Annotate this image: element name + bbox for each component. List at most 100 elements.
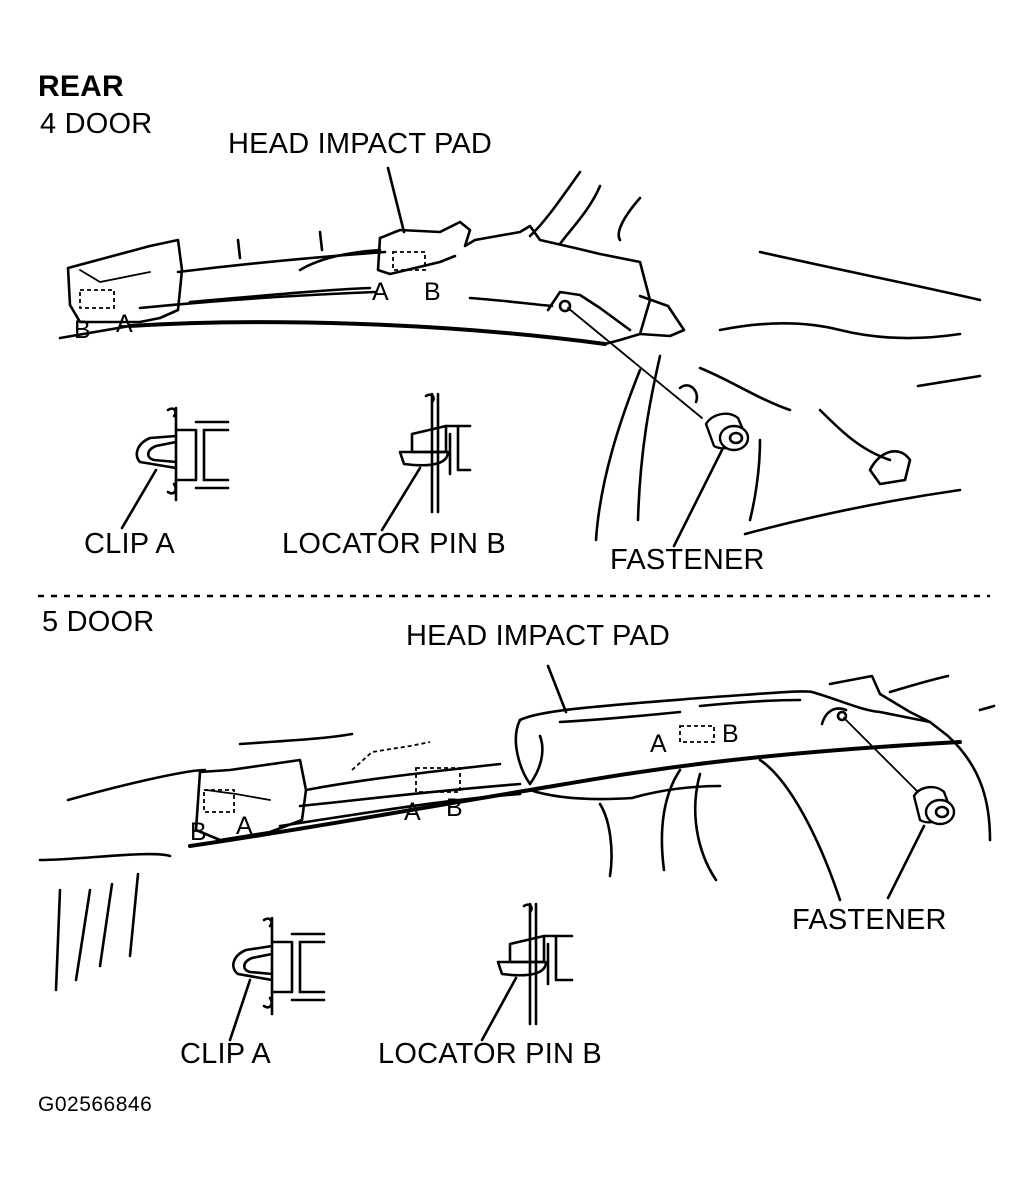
four-door-pad-raised-front (376, 236, 457, 276)
five-door-fastener-leader (886, 824, 926, 900)
four-door-body-line-17 (298, 248, 382, 272)
five-door-body-line-10 (954, 742, 992, 842)
five-door-body-line-2 (54, 888, 62, 992)
four-door-marker-left-b: B (74, 316, 91, 344)
five-door-head-impact-pad-label: HEAD IMPACT PAD (406, 620, 671, 652)
section-heading: REAR (38, 70, 124, 103)
four-door-pad-rail-3 (138, 290, 377, 310)
figure-code: G02566846 (38, 1093, 153, 1116)
four-door-fastener-label: FASTENER (610, 544, 765, 576)
five-door-roof-top-2 (238, 732, 354, 746)
five-door-body-line-3 (74, 888, 92, 982)
five-door-clip-detail (228, 916, 326, 1042)
four-door-body-line-8 (594, 368, 642, 542)
five-door-pad-leader (546, 664, 568, 714)
four-door-roof-edge-lower (58, 324, 132, 340)
four-door-body-line-9 (636, 354, 662, 522)
five-door-pad-main (518, 690, 958, 746)
four-door-pad-groove (468, 296, 554, 308)
four-door-marker-mid-b: B (424, 278, 441, 306)
four-door-body-line-5 (718, 321, 962, 340)
five-door-body-line-13 (630, 784, 722, 800)
five-door-pad-groove-2 (698, 698, 802, 708)
five-door-fastener-hole (836, 710, 848, 722)
four-door-body-line-6 (916, 374, 982, 388)
four-door-pad-raised (378, 220, 652, 346)
five-door-body-line-4 (98, 882, 114, 968)
four-door-end-cap (638, 294, 686, 338)
four-door-title: 4 DOOR (40, 108, 153, 140)
four-door-body-line-15 (236, 238, 242, 260)
five-door-pad-rail-2 (298, 782, 522, 808)
four-door-illustration (58, 166, 982, 548)
five-door-title: 5 DOOR (42, 606, 155, 638)
five-door-pad-left-inner (205, 789, 271, 801)
five-door-marker-mid-a: A (404, 798, 421, 826)
four-door-pad-leader (386, 166, 406, 234)
five-door-clip-box-right (679, 725, 715, 743)
five-door-pad-main-front (514, 718, 544, 786)
four-door-clip-detail (120, 406, 230, 530)
five-door-body-line-5 (128, 872, 140, 958)
five-door-fastener-guide (843, 717, 919, 793)
four-door-clip-label: CLIP A (84, 528, 175, 560)
four-door-pad-rail (176, 250, 387, 274)
four-door-fastener-guide (567, 307, 703, 419)
four-door-head-impact-pad-label: HEAD IMPACT PAD (228, 128, 493, 160)
four-door-body-line-3 (617, 196, 642, 242)
four-door-clip-box-mid (392, 251, 426, 271)
five-door-marker-right-b: B (722, 720, 739, 748)
five-door-pad-rail (304, 762, 502, 792)
four-door-fastener-part (704, 412, 750, 452)
four-door-body-line-11 (748, 438, 762, 522)
four-door-pad-arm (546, 290, 632, 332)
four-door-clip-box-left (79, 289, 115, 309)
four-door-fastener-hole (558, 299, 572, 313)
five-door-illustration (38, 664, 996, 992)
four-door-pad-left-inner (79, 269, 151, 283)
five-door-pad-groove (558, 710, 682, 724)
four-door-body-line-12 (818, 408, 892, 462)
five-door-pad-arm-2 (820, 707, 848, 726)
five-door-locator-detail (480, 902, 574, 1042)
four-door-body-line-7 (743, 488, 962, 536)
four-door-pad-rail-2 (188, 286, 372, 304)
five-door-marker-left-b: B (190, 818, 207, 846)
four-door-fastener-leader (672, 448, 724, 548)
five-door-clip-box-left (203, 789, 235, 813)
five-door-clip-box-mid (415, 767, 461, 793)
four-door-marker-mid-a: A (372, 278, 389, 306)
four-door-body-line-1 (528, 170, 582, 238)
five-door-body-line-1 (38, 852, 172, 862)
five-door-body-line-14 (528, 788, 634, 801)
five-door-pad-arm (828, 674, 932, 724)
four-door-marker-left-a: A (116, 310, 133, 338)
five-door-body-line-11 (888, 674, 950, 694)
four-door-roof-edge (128, 320, 607, 346)
four-door-body-line-2 (558, 184, 602, 246)
four-door-locator-label: LOCATOR PIN B (282, 528, 506, 560)
five-door-pad-left (194, 758, 308, 842)
four-door-locator-detail (380, 392, 472, 532)
five-door-marker-mid-b: B (446, 794, 463, 822)
five-door-fastener-label: FASTENER (792, 904, 947, 936)
four-door-body-line-10 (698, 366, 792, 412)
four-door-body-line-16 (318, 230, 324, 252)
four-door-body-line-13 (868, 450, 912, 486)
five-door-roof-top (66, 768, 207, 802)
five-door-body-line-8 (694, 772, 718, 882)
four-door-body-line-4 (758, 250, 982, 302)
four-door-pad-left-block (66, 238, 184, 324)
five-door-clip-label: CLIP A (180, 1038, 271, 1070)
five-door-locator-label: LOCATOR PIN B (378, 1038, 602, 1070)
five-door-body-line-9 (758, 758, 842, 902)
five-door-body-line-12 (978, 704, 996, 712)
five-door-pad-dash-outline (351, 741, 431, 771)
five-door-marker-left-a: A (236, 812, 253, 840)
five-door-pad-rail-3 (278, 792, 522, 828)
five-door-marker-right-a: A (650, 730, 667, 758)
five-door-body-line-6 (598, 802, 613, 878)
four-door-body-line-14 (678, 384, 699, 404)
